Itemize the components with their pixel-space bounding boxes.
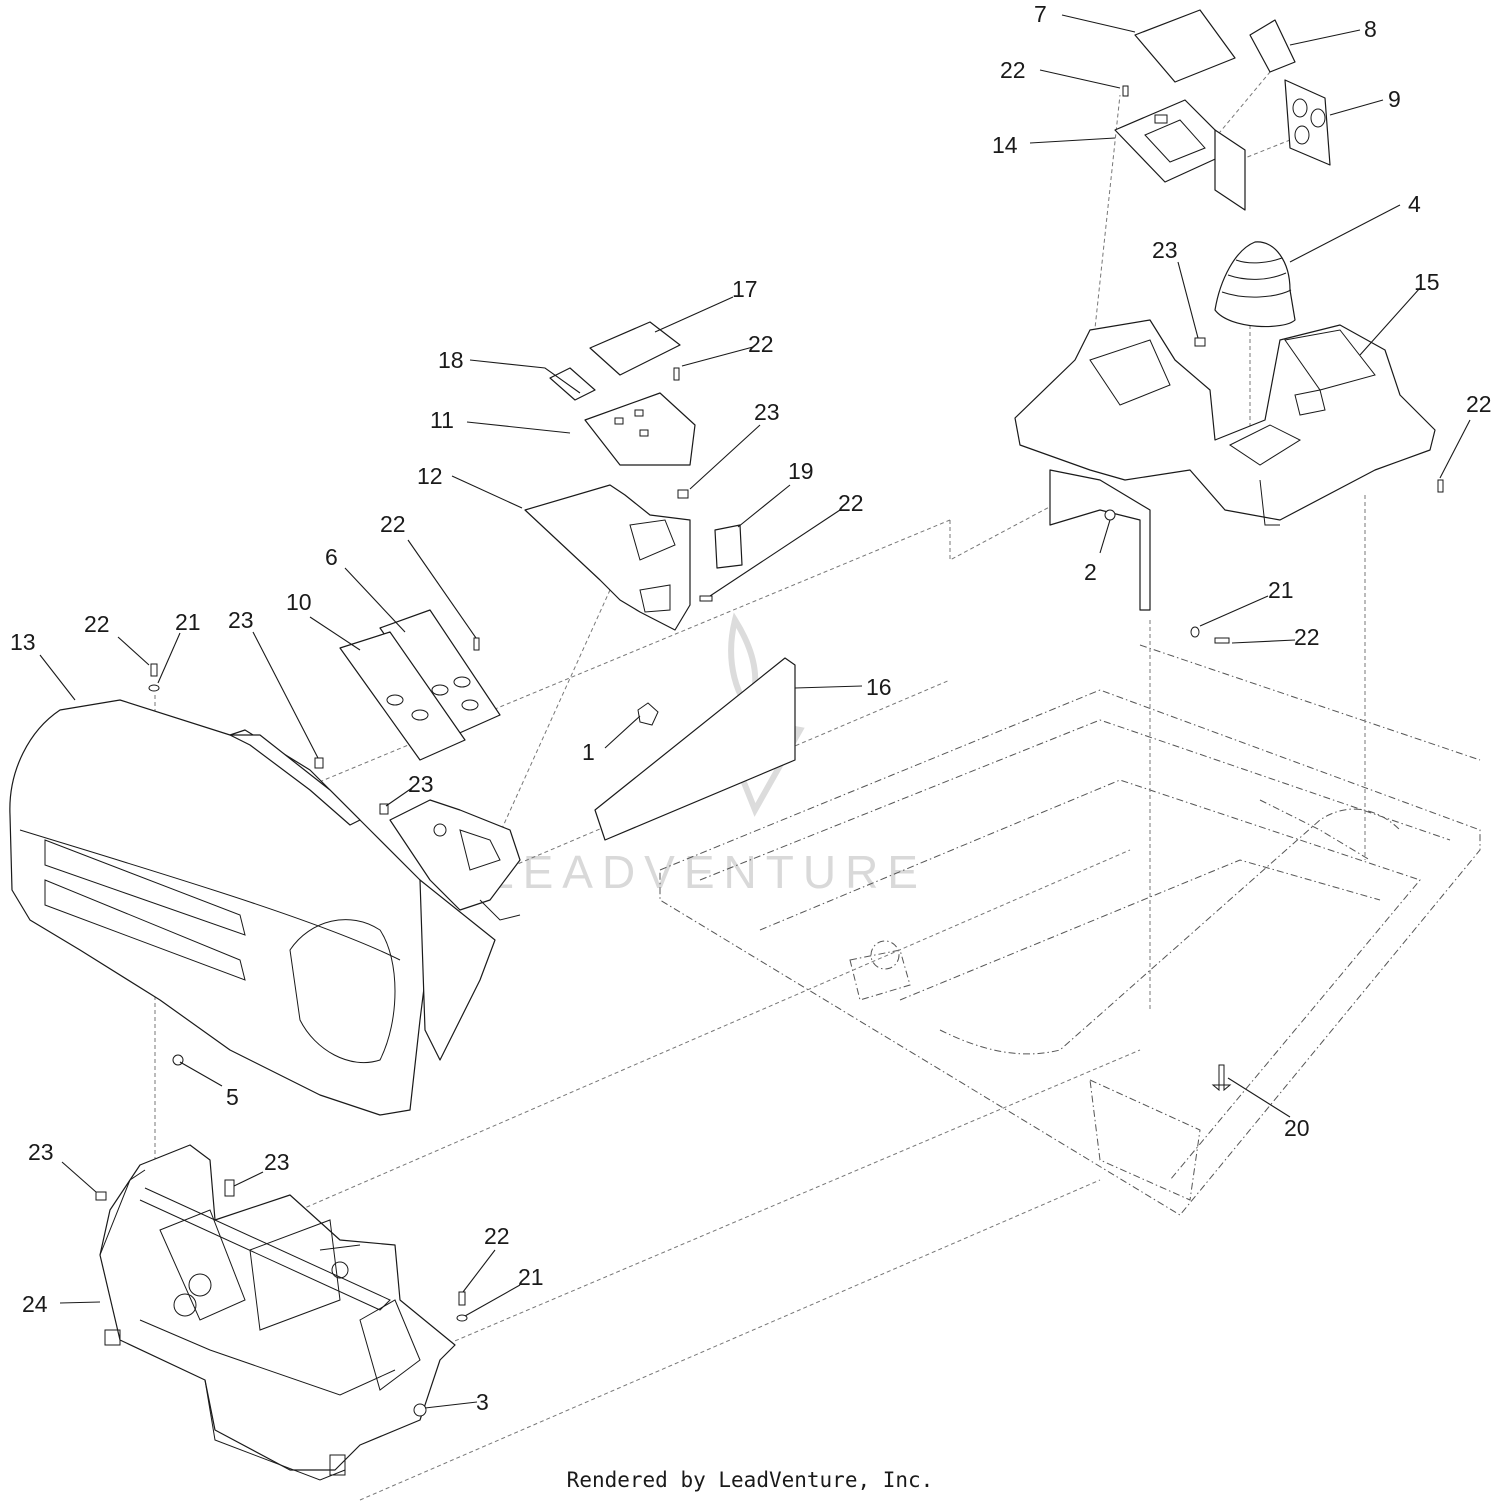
- callout-22: 22: [838, 490, 864, 516]
- part-18-decal: [549, 367, 596, 401]
- part-22-bolt: [673, 367, 680, 381]
- leader-lines: [39, 14, 1471, 1409]
- part-15-console: [1014, 319, 1436, 611]
- callout-21: 21: [518, 1264, 544, 1290]
- part-22-bolt: [1437, 479, 1444, 493]
- callout-22: 22: [484, 1223, 510, 1249]
- part-8-decal: [1249, 19, 1296, 73]
- part-22-bolt: [1214, 637, 1230, 644]
- part-21-washer: [1190, 626, 1200, 638]
- part-20-bolt: [1211, 1064, 1232, 1092]
- part-12-cover: [524, 484, 691, 631]
- callout-22: 22: [748, 331, 774, 357]
- part-3-nut: [413, 1403, 427, 1417]
- callout-13: 13: [10, 629, 36, 655]
- callout-22: 22: [380, 511, 406, 537]
- part-14-mounting-bracket: [1114, 99, 1246, 211]
- part-21-washer: [148, 684, 160, 692]
- callout-23: 23: [28, 1139, 54, 1165]
- callout-21: 21: [1268, 577, 1294, 603]
- part-16-shield: [594, 657, 796, 841]
- callout-20: 20: [1284, 1115, 1310, 1141]
- callout-23: 23: [408, 771, 434, 797]
- part-4-shift-boot: [1214, 241, 1296, 328]
- callout-22: 22: [1294, 624, 1320, 650]
- callout-6: 6: [325, 544, 338, 570]
- part-11-panel: [584, 392, 696, 466]
- callout-16: 16: [866, 674, 892, 700]
- callout-23: 23: [228, 607, 254, 633]
- callout-4: 4: [1408, 191, 1421, 217]
- callout-18: 18: [438, 347, 464, 373]
- callout-19: 19: [788, 458, 814, 484]
- part-24-front-frame: [99, 1144, 456, 1481]
- part-21-washer: [456, 1314, 468, 1322]
- callout-23: 23: [754, 399, 780, 425]
- callout-17: 17: [732, 276, 758, 302]
- part-22-bolt: [473, 637, 480, 651]
- part-22-bolt: [1122, 85, 1129, 97]
- callout-15: 15: [1414, 269, 1440, 295]
- steering-linkage: [389, 799, 521, 921]
- callouts: 7 8 22 9 14 4 23 15 22 17 22 18 11 23 12…: [10, 1, 1492, 1415]
- rendered-by-credit: Rendered by LeadVenture, Inc.: [566, 1468, 934, 1492]
- callout-22: 22: [1466, 391, 1492, 417]
- part-23-clip-nut: [95, 1191, 107, 1201]
- part-17-decal: [589, 321, 681, 376]
- callout-22: 22: [1000, 57, 1026, 83]
- callout-10: 10: [286, 589, 312, 615]
- part-22-bolt: [458, 1291, 466, 1306]
- callout-3: 3: [476, 1389, 489, 1415]
- part-23-clip-nut: [314, 757, 324, 769]
- part-9-gasket: [1284, 79, 1331, 166]
- callout-14: 14: [992, 132, 1018, 158]
- part-5-screw: [172, 1054, 184, 1066]
- part-22-bolt: [150, 663, 158, 677]
- callout-23: 23: [264, 1149, 290, 1175]
- part-10-panel: [339, 631, 466, 761]
- watermark-flame-logo: [704, 612, 805, 817]
- callout-8: 8: [1364, 16, 1377, 42]
- part-1-knob: [637, 702, 659, 726]
- alignment-lines: [154, 59, 1366, 1501]
- callout-11: 11: [430, 407, 454, 433]
- part-23-clip-nut: [379, 803, 389, 815]
- callout-7: 7: [1034, 1, 1047, 27]
- part-23-clip-nut: [1194, 337, 1206, 347]
- hardware: [95, 85, 1444, 1417]
- callout-9: 9: [1388, 86, 1401, 112]
- callout-12: 12: [417, 463, 443, 489]
- callout-21: 21: [175, 609, 201, 635]
- part-2-fastener: [1104, 509, 1116, 521]
- part-7-decal-plate: [1134, 9, 1236, 83]
- callout-22: 22: [84, 611, 110, 637]
- callout-1: 1: [582, 739, 595, 765]
- callout-2: 2: [1084, 559, 1097, 585]
- watermark-text: LEADVENTURE: [488, 846, 927, 898]
- part-23-clip-nut: [224, 1179, 235, 1197]
- callout-23: 23: [1152, 237, 1178, 263]
- callout-5: 5: [226, 1084, 239, 1110]
- part-19-decal: [714, 524, 743, 569]
- part-22-bolt: [699, 595, 713, 602]
- part-23-clip-nut: [677, 489, 689, 499]
- mower-frame: [659, 644, 1481, 1216]
- callout-24: 24: [22, 1291, 48, 1317]
- watermark: LEADVENTURE: [488, 612, 927, 898]
- part-13-hood: [9, 699, 496, 1116]
